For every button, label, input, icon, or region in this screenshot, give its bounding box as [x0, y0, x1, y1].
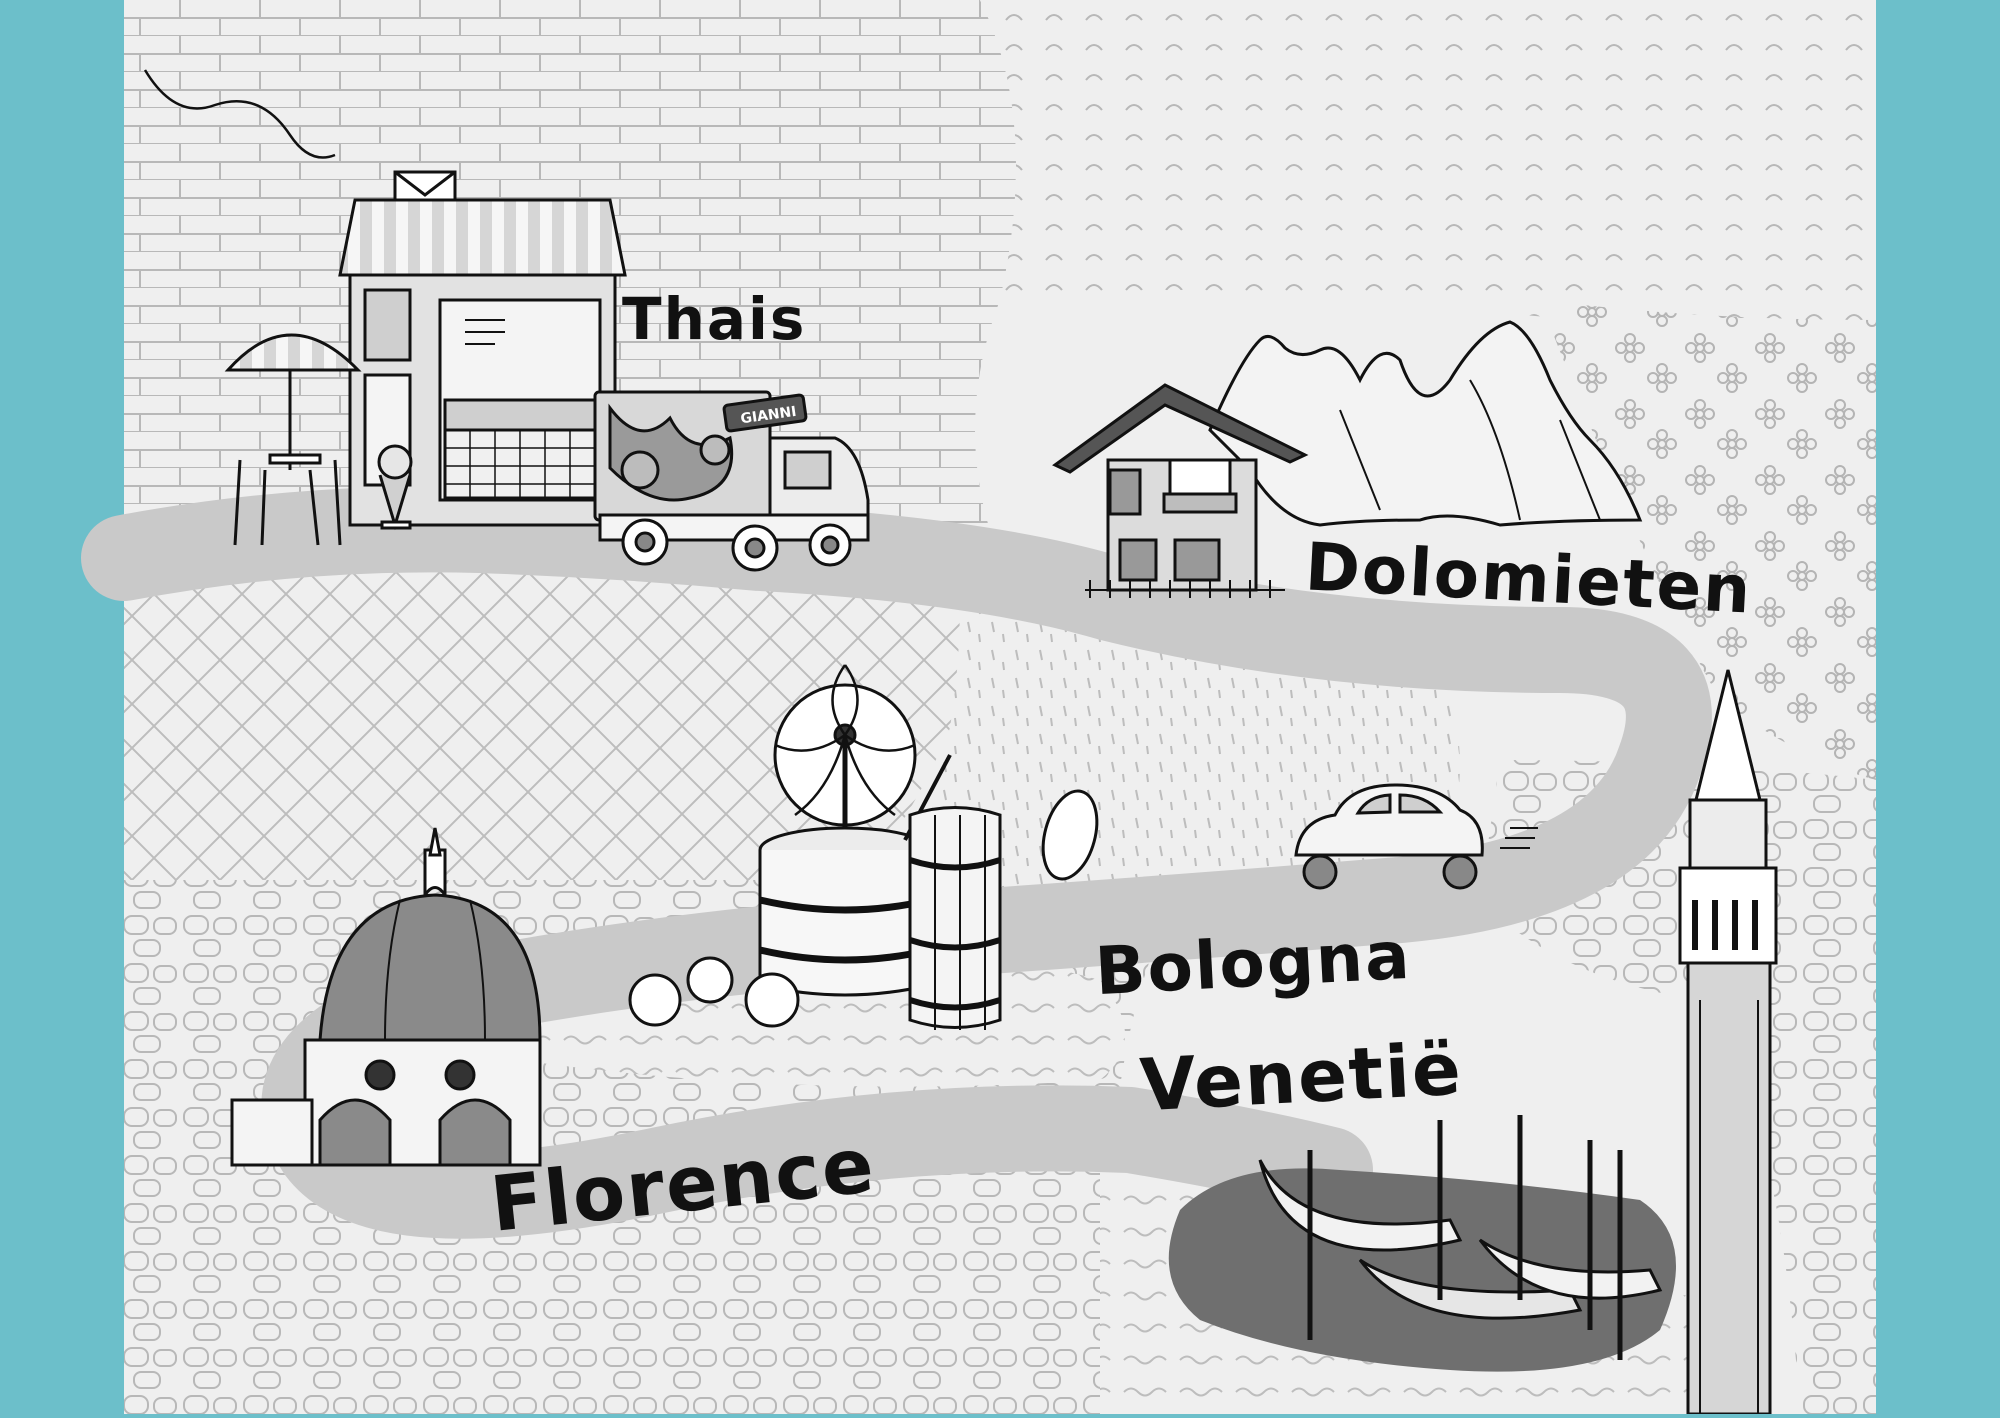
- delivery-truck-illustration: GIANNI: [593, 390, 870, 572]
- campanile-tower-illustration: [1678, 669, 1778, 1416]
- truck-brand-label: GIANNI: [740, 404, 798, 428]
- gondolas-illustration: [1168, 1115, 1676, 1372]
- ice-cream-machine-illustration: [628, 664, 1099, 1030]
- road: [81, 486, 1712, 1239]
- alpine-chalet-illustration: [1052, 383, 1309, 598]
- label-home: Thais: [622, 285, 807, 353]
- label-venice: Venetië: [1138, 1026, 1465, 1128]
- ice-cream-shop-illustration: [143, 69, 627, 546]
- mountain-peaks-illustration: [1208, 320, 1643, 527]
- vintage-car-illustration: [1294, 783, 1538, 890]
- cathedral-dome-illustration: [230, 827, 542, 1167]
